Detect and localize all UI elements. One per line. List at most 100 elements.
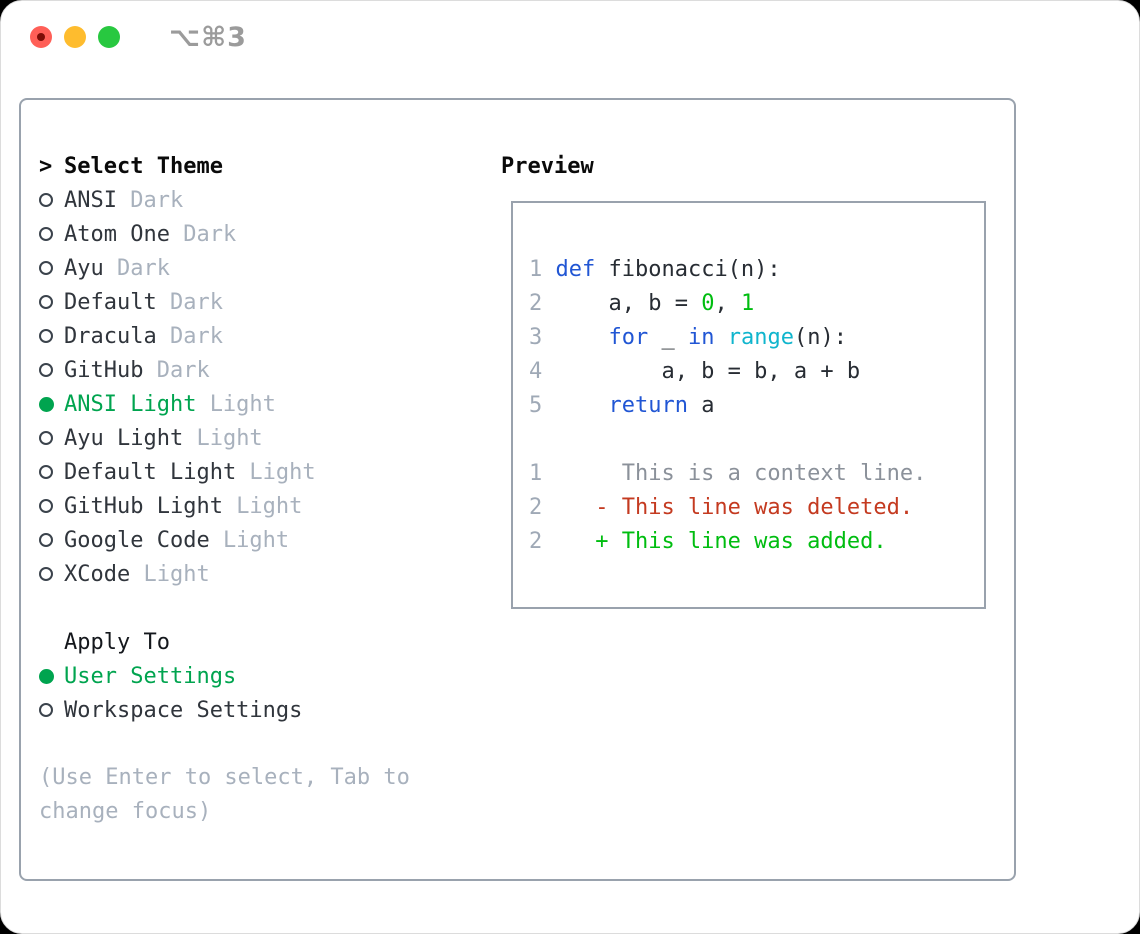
code-token-fg: _ bbox=[648, 324, 688, 350]
help-line-1: (Use Enter to select, Tab to bbox=[39, 765, 410, 790]
theme-option-label: Google Code bbox=[64, 527, 210, 553]
theme-option-label: Default bbox=[64, 289, 157, 315]
theme-variant-badge: Light bbox=[222, 527, 290, 553]
radio-selected-icon bbox=[39, 396, 54, 412]
theme-option-google-code[interactable]: Google Code Light bbox=[39, 523, 410, 557]
apply-option-workspace-settings[interactable]: Workspace Settings bbox=[39, 693, 410, 727]
select-theme-header: Select Theme bbox=[64, 153, 223, 179]
code-line: 5 return a bbox=[529, 388, 984, 422]
line-number: 2 bbox=[529, 528, 543, 554]
code-token-kw: return bbox=[608, 392, 688, 418]
code-token-del: - This line was deleted. bbox=[555, 494, 914, 520]
theme-variant-badge: Dark bbox=[169, 323, 223, 349]
spacer bbox=[39, 591, 410, 625]
theme-option-atom-one[interactable]: Atom One Dark bbox=[39, 217, 410, 251]
radio-icon bbox=[39, 431, 53, 445]
theme-option-xcode[interactable]: XCode Light bbox=[39, 557, 410, 591]
radio-selected-icon bbox=[39, 668, 54, 684]
radio-icon bbox=[39, 533, 53, 547]
code-token-kw: for bbox=[608, 324, 649, 350]
code-token-num: 1 bbox=[740, 290, 755, 316]
titlebar: ⌥⌘3 bbox=[1, 1, 1139, 73]
apply-option-user-settings[interactable]: User Settings bbox=[39, 659, 410, 693]
theme-option-label: Dracula bbox=[64, 323, 157, 349]
theme-option-label: Atom One bbox=[64, 221, 170, 247]
code-line: 2 a, b = 0, 1 bbox=[529, 286, 984, 320]
theme-variant-badge: Dark bbox=[183, 221, 237, 247]
code-token-fg: a bbox=[687, 392, 715, 418]
theme-option-label: GitHub bbox=[64, 357, 144, 383]
code-line: 3 for _ in range(n): bbox=[529, 320, 984, 354]
code-token-fn: range bbox=[727, 324, 794, 350]
close-button[interactable] bbox=[30, 26, 52, 48]
theme-variant-badge: Dark bbox=[156, 357, 210, 383]
code-token-fg bbox=[555, 393, 608, 418]
code-token-fg: a, b = b, a + b bbox=[555, 358, 861, 384]
preview-header: Preview bbox=[501, 153, 594, 179]
line-number: 3 bbox=[529, 324, 543, 350]
apply-to-header: Apply To bbox=[64, 629, 170, 655]
radio-icon bbox=[39, 261, 53, 275]
line-number: 1 bbox=[529, 460, 543, 486]
line-number: 1 bbox=[529, 256, 543, 282]
help-text: (Use Enter to select, Tab to change focus… bbox=[39, 761, 410, 829]
theme-option-ayu-light[interactable]: Ayu Light Light bbox=[39, 421, 410, 455]
code-token-fg: (n): bbox=[793, 324, 847, 350]
radio-icon bbox=[39, 193, 53, 207]
apply-option-label: Workspace Settings bbox=[64, 697, 303, 723]
code-token-fg bbox=[714, 325, 727, 350]
code-token-fg: , bbox=[714, 290, 741, 316]
theme-option-default[interactable]: Default Dark bbox=[39, 285, 410, 319]
theme-option-dracula[interactable]: Dracula Dark bbox=[39, 319, 410, 353]
code-line: 4 a, b = b, a + b bbox=[529, 354, 984, 388]
theme-variant-badge: Light bbox=[236, 493, 303, 519]
apply-option-label: User Settings bbox=[64, 663, 237, 689]
theme-variant-badge: Light bbox=[143, 561, 210, 587]
code-token-ctx: This is a context line. bbox=[555, 460, 927, 486]
theme-option-ansi[interactable]: ANSI Dark bbox=[39, 183, 410, 217]
code-token-fg: fibonacci(n): bbox=[595, 256, 781, 282]
theme-option-label: GitHub Light bbox=[64, 493, 223, 519]
theme-option-github[interactable]: GitHub Dark bbox=[39, 353, 410, 387]
code-token-kw: def bbox=[555, 256, 596, 282]
code-token-kw: in bbox=[687, 324, 715, 350]
theme-variant-badge: Dark bbox=[169, 289, 223, 315]
spacer bbox=[39, 727, 410, 761]
help-line-2: change focus) bbox=[39, 799, 212, 824]
line-number: 2 bbox=[529, 494, 543, 520]
theme-variant-badge: Light bbox=[196, 425, 263, 451]
minimize-button[interactable] bbox=[64, 26, 86, 48]
theme-option-github-light[interactable]: GitHub Light Light bbox=[39, 489, 410, 523]
theme-variant-badge: Dark bbox=[130, 187, 184, 213]
theme-option-label: ANSI bbox=[64, 187, 117, 213]
select-theme-header-row: > Select Theme bbox=[39, 149, 410, 183]
line-number: 4 bbox=[529, 358, 543, 384]
theme-option-label: Ayu bbox=[64, 255, 104, 281]
traffic-lights bbox=[30, 26, 120, 48]
line-number: 5 bbox=[529, 392, 543, 418]
radio-icon bbox=[39, 703, 53, 717]
code-line: 1 def fibonacci(n): bbox=[529, 252, 984, 286]
theme-variant-badge: Light bbox=[249, 459, 316, 485]
radio-icon bbox=[39, 227, 53, 241]
theme-variant-badge: Light bbox=[209, 391, 276, 417]
code-line: 1 This is a context line. bbox=[529, 456, 984, 490]
focus-caret-icon: > bbox=[39, 153, 53, 179]
code-line: 2 + This line was added. bbox=[529, 524, 984, 558]
window-title: ⌥⌘3 bbox=[169, 21, 247, 53]
code-token-add: + This line was added. bbox=[555, 528, 887, 554]
zoom-button[interactable] bbox=[98, 26, 120, 48]
code-token-fg: a, b = bbox=[555, 290, 702, 316]
theme-option-label: Ayu Light bbox=[64, 425, 184, 451]
theme-option-label: XCode bbox=[64, 561, 131, 587]
radio-icon bbox=[39, 295, 53, 309]
radio-icon bbox=[39, 363, 53, 377]
line-number: 2 bbox=[529, 290, 543, 316]
